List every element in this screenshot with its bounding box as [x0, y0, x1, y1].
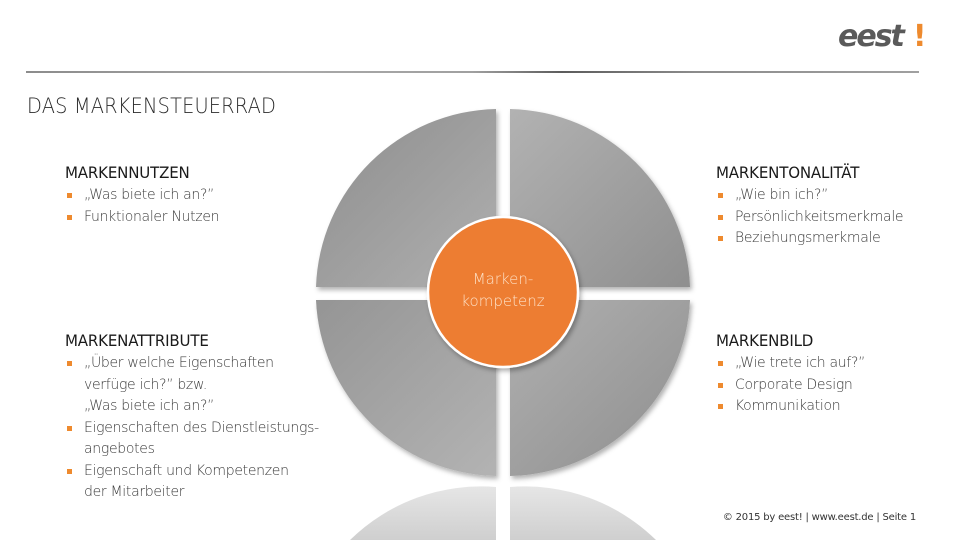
center-label-line2: kompetenz [461, 292, 545, 310]
block-markenbild: MARKENBILD „Wie trete ich auf?” Corporat… [716, 331, 865, 418]
wheel-reflection [350, 486, 656, 540]
page-title: DAS MARKENSTEUERRAD [27, 94, 277, 118]
bullet-square-icon [67, 425, 72, 431]
bullet-square-icon [67, 214, 72, 220]
bullet-square-icon [67, 361, 72, 366]
center-circle [426, 215, 580, 369]
bullet-square-icon [718, 214, 723, 220]
bullet-square-icon [67, 468, 72, 474]
header-divider [26, 71, 919, 73]
bullet-square-icon [718, 236, 723, 241]
bullet-square-icon [67, 193, 72, 198]
list-item: Eigenschaften des Dienstleistungs- angeb… [65, 418, 319, 461]
bullet-square-icon [718, 361, 723, 366]
list-item: Eigenschaft und Kompetenzen der Mitarbei… [65, 461, 319, 504]
bullet-square-icon [718, 404, 723, 409]
list-item: Kommunikation [716, 396, 865, 418]
list-item: „Über welche Eigenschaften verfüge ich?”… [65, 353, 319, 418]
list-item: „Wie bin ich?” [716, 185, 903, 207]
eest-logo: eest ! [838, 22, 927, 52]
bullet-list: „Über welche Eigenschaften verfüge ich?”… [65, 353, 319, 504]
list-item: Funktionaler Nutzen [65, 207, 220, 229]
list-item: Persönlichkeitsmerkmale [716, 207, 904, 229]
bullet-square-icon [718, 382, 723, 388]
list-item: „Wie trete ich auf?” [716, 353, 865, 375]
bullet-list: „Wie bin ich?” Persönlichkeitsmerkmale B… [716, 185, 904, 250]
block-markentonalitaet: MARKENTONALITÄT „Wie bin ich?” Persönlic… [716, 163, 904, 250]
block-title: MARKENNUTZEN [65, 163, 190, 182]
logo-exclamation: ! [912, 19, 927, 54]
list-item: Corporate Design [716, 375, 865, 397]
block-title: MARKENBILD [716, 331, 814, 350]
logo-text: eest [838, 19, 905, 54]
block-markenattribute: MARKENATTRIBUTE „Über welche Eigenschaft… [65, 331, 319, 504]
block-title: MARKENTONALITÄT [716, 163, 860, 182]
block-title: MARKENATTRIBUTE [65, 331, 209, 350]
footer-copyright: © 2015 by eest! | www.eest.de | Seite 1 [722, 512, 916, 523]
center-label: Marken- kompetenz [428, 268, 578, 312]
bullet-list: „Was biete ich an?” Funktionaler Nutzen [65, 185, 220, 229]
bullet-square-icon [718, 193, 723, 198]
list-item: Beziehungsmerkmale [716, 228, 903, 250]
center-label-line1: Marken- [472, 270, 534, 288]
block-markennutzen: MARKENNUTZEN „Was biete ich an?” Funktio… [65, 163, 220, 229]
list-item: „Was biete ich an?” [65, 185, 219, 207]
bullet-list: „Wie trete ich auf?” Corporate Design Ko… [716, 353, 865, 418]
